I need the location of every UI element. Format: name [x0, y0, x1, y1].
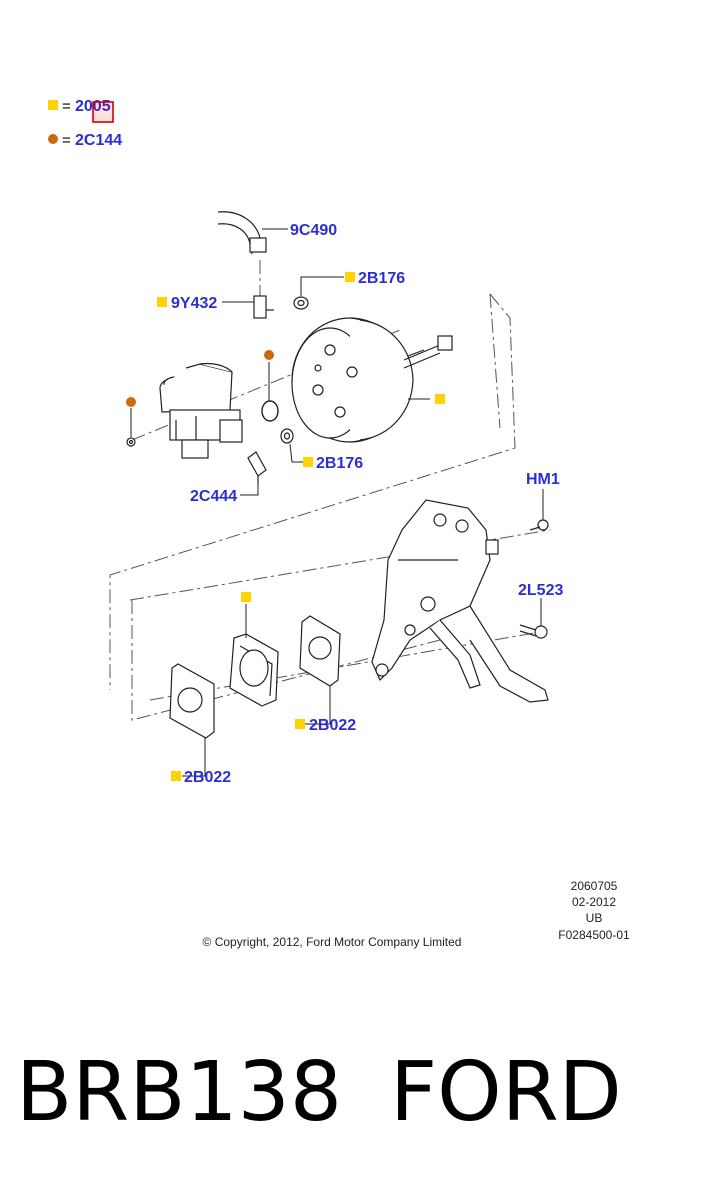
nut-part — [126, 437, 136, 447]
callout-circle-icon-oring — [264, 350, 274, 360]
leader-lines — [130, 228, 544, 777]
callout-9y432[interactable]: 9Y432 — [171, 295, 217, 312]
meta-region: UB — [586, 911, 603, 925]
spacer-part — [229, 633, 279, 707]
vacuum-hose-part — [217, 211, 267, 255]
legend-eq-2: = — [62, 132, 71, 149]
bolt-hm1-part — [529, 519, 549, 531]
callout-square-icon-9y432 — [157, 297, 167, 307]
legend-eq-1: = — [62, 98, 71, 115]
callout-square-icon-2b022-left — [171, 771, 181, 781]
brake-booster-diagram: = 2005 = 2C144 — [48, 98, 630, 949]
callout-9c490[interactable]: 9C490 — [290, 222, 337, 239]
callout-square-icon-2b022-right — [295, 719, 305, 729]
pedal-box-part — [371, 499, 549, 703]
callout-square-icon-2b176-top — [345, 272, 355, 282]
meta-date: 02-2012 — [572, 895, 616, 909]
gasket-left-part — [169, 663, 215, 739]
callout-circle-icon-nut — [126, 397, 136, 407]
meta-code: 2060705 — [571, 879, 618, 893]
part-number: BRB138 — [16, 1045, 342, 1140]
bolt-2l523-part — [519, 624, 548, 639]
o-ring-part — [261, 400, 279, 422]
selection-highlight-box — [92, 101, 114, 123]
callout-2c444[interactable]: 2C444 — [190, 488, 237, 505]
callout-hm1[interactable]: HM1 — [526, 471, 560, 488]
callout-2b176-top[interactable]: 2B176 — [358, 270, 405, 287]
legend-square-icon — [48, 100, 58, 110]
grommet-part-top — [293, 296, 309, 310]
meta-ref: F0284500-01 — [558, 928, 630, 942]
gasket-right-part — [299, 615, 341, 687]
legend-circle-icon — [48, 134, 58, 144]
legend-code-2c144[interactable]: 2C144 — [75, 132, 122, 149]
brand-name: FORD — [390, 1045, 622, 1140]
brake-booster-part — [291, 317, 453, 443]
callout-square-icon-booster — [435, 394, 445, 404]
copyright-text: © Copyright, 2012, Ford Motor Company Li… — [203, 935, 462, 949]
callout-square-icon-spacer — [241, 592, 251, 602]
grommet-part-mid — [280, 428, 294, 444]
callout-square-icon-2b176-mid — [303, 457, 313, 467]
callout-2b176-mid[interactable]: 2B176 — [316, 455, 363, 472]
callout-2b022-left[interactable]: 2B022 — [184, 769, 231, 786]
master-cylinder-part — [159, 362, 243, 459]
check-valve-part — [253, 295, 274, 319]
callout-2l523[interactable]: 2L523 — [518, 582, 563, 599]
connector-part — [247, 451, 267, 484]
callout-2b022-right[interactable]: 2B022 — [309, 717, 356, 734]
